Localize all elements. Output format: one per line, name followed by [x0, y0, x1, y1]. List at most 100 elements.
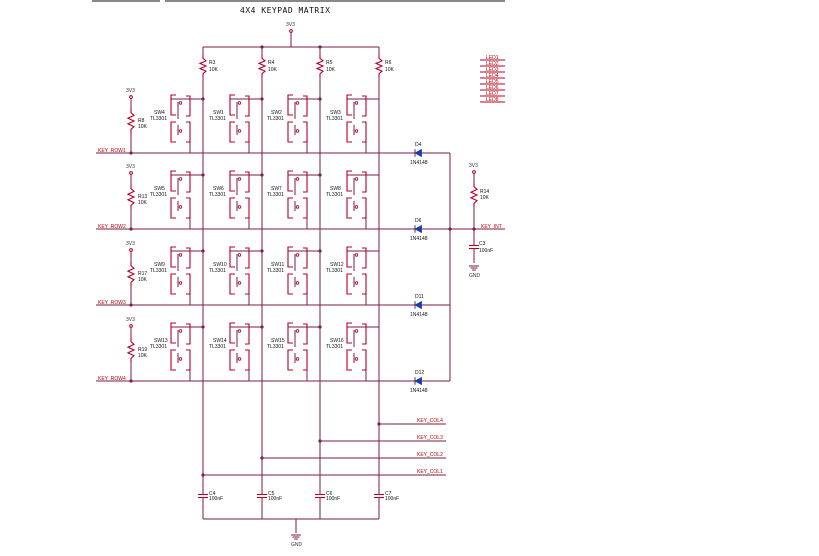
switch-sw12-bracket-top: [346, 246, 352, 268]
diode-d4-triangle: [414, 148, 422, 158]
vcc-int-text: 3V3: [469, 163, 478, 169]
switch-sw11-bracket-top: [287, 246, 293, 268]
switch-sw5-pin2: [178, 205, 183, 209]
switch-sw15-pin2: [295, 357, 300, 361]
diode-d11-triangle: [414, 300, 422, 310]
resistor-value-r6: 10K: [385, 67, 395, 73]
switch-part-sw1: TL3301: [209, 116, 226, 122]
vcc-row-3-text: 3V3: [126, 241, 135, 247]
switch-part-sw15: TL3301: [267, 344, 284, 350]
net-label-row-1: KEY_ROW1: [98, 148, 126, 154]
switch-sw12-rbracket-top: [362, 247, 367, 269]
switch-part-sw7: TL3301: [267, 192, 284, 198]
switch-sw10-bracket-bot: [229, 273, 235, 295]
switch-part-sw2: TL3301: [267, 116, 284, 122]
switch-sw1-rbracket-bot: [245, 121, 250, 143]
switch-sw14-rbracket-top: [245, 323, 250, 345]
switch-ref-sw11: SW11: [271, 262, 284, 268]
resistor-value-r19: 10K: [138, 353, 148, 359]
resistor-r3: [198, 55, 208, 77]
net-label-col-1: KEY_COL4: [417, 418, 443, 424]
legend-item-8: LED8: [486, 97, 499, 103]
switch-part-sw6: TL3301: [209, 192, 226, 198]
net-label-key-int: KEY_INT: [481, 224, 502, 230]
resistor-ref-r8: R8: [138, 118, 145, 124]
resistor-value-r5: 10K: [326, 67, 336, 73]
switch-sw6-pin2: [237, 205, 242, 209]
switch-sw10-rbracket-top: [245, 247, 250, 269]
legend-item-2: LED2: [486, 61, 499, 67]
switch-sw15-bracket-bot: [287, 349, 293, 371]
switch-ref-sw6: SW6: [213, 186, 224, 192]
switch-sw9-bracket-top: [170, 246, 176, 268]
net-label-row-4: KEY_ROW4: [98, 376, 126, 382]
switch-sw14-bracket-bot: [229, 349, 235, 371]
diode-value-d6: 1N4148: [410, 236, 428, 242]
junction-sw-sw9: [201, 249, 205, 253]
switch-sw8-pin1: [354, 177, 359, 181]
labels-layer: 3V3R310KR410KR510KR610K3V3R810KKEY_ROW13…: [98, 22, 502, 548]
switch-sw13-rbracket-bot: [186, 349, 191, 371]
capacitor-value-c3: 100nF: [479, 248, 493, 254]
switch-sw16-rbracket-bot: [362, 349, 367, 371]
switch-sw2-rbracket-bot: [303, 121, 308, 143]
junction-int: [448, 227, 452, 231]
switch-sw13-pin1: [178, 329, 183, 333]
switch-sw2-bracket-bot: [287, 121, 293, 143]
switch-ref-sw12: SW12: [330, 262, 344, 268]
switch-ref-sw10: SW10: [213, 262, 227, 268]
switch-ref-sw8: SW8: [330, 186, 341, 192]
switch-sw13-rbracket-top: [186, 323, 191, 345]
resistor-ref-r4: R4: [268, 60, 275, 66]
resistor-r4: [257, 55, 267, 77]
resistor-r13: [126, 185, 136, 209]
switch-sw5-rbracket-top: [186, 171, 191, 193]
vcc-row-4-text: 3V3: [126, 317, 135, 323]
diode-ref-d6: D6: [415, 218, 422, 224]
switch-sw13-bracket-top: [170, 322, 176, 344]
switch-sw12-rbracket-bot: [362, 273, 367, 295]
resistor-ref-r19: R19: [138, 347, 147, 353]
switch-sw7-pin1: [295, 177, 300, 181]
junction-sw-sw10: [260, 249, 264, 253]
capacitor-ref-c6: C6: [326, 491, 333, 497]
switch-ref-sw16: SW16: [330, 338, 344, 344]
legend-item-6: LED6: [486, 85, 499, 91]
switch-ref-sw2: SW2: [271, 110, 282, 116]
switch-sw3-bracket-bot: [346, 121, 352, 143]
switch-part-sw10: TL3301: [209, 268, 226, 274]
switch-ref-sw7: SW7: [271, 186, 282, 192]
vcc-int: [472, 170, 476, 174]
switch-sw3-pin1: [354, 101, 359, 105]
resistor-r5: [315, 55, 325, 77]
switch-sw3-pin2: [354, 129, 359, 133]
resistor-value-r8: 10K: [138, 124, 148, 130]
switch-sw14-rbracket-bot: [245, 349, 250, 371]
switch-part-sw11: TL3301: [267, 268, 284, 274]
junction-sw-sw2: [318, 97, 322, 101]
switch-sw16-pin1: [354, 329, 359, 333]
diode-value-d12: 1N4148: [410, 388, 428, 394]
junction-col-tap-2: [318, 439, 322, 443]
diode-value-d11: 1N4148: [410, 312, 428, 318]
capacitor-ref-c3: C3: [479, 241, 486, 247]
switch-ref-sw14: SW14: [213, 338, 227, 344]
switch-sw9-bracket-bot: [170, 273, 176, 295]
switch-sw6-bracket-top: [229, 170, 235, 192]
switch-sw2-pin1: [295, 101, 300, 105]
resistor-value-r17: 10K: [138, 277, 148, 283]
net-label-col-4: KEY_COL1: [417, 469, 443, 475]
legend-item-7: LED7: [486, 91, 499, 97]
switch-sw3-rbracket-bot: [362, 121, 367, 143]
capacitor-value-c7: 100nF: [385, 496, 399, 502]
switch-sw5-pin1: [178, 177, 183, 181]
switch-sw4-pin1: [178, 101, 183, 105]
junction-col-tap-4: [201, 473, 205, 477]
vcc-top-symbol-text: 3V3: [286, 22, 295, 28]
junction-sw-sw14: [260, 325, 264, 329]
switch-sw9-rbracket-top: [186, 247, 191, 269]
switch-sw11-bracket-bot: [287, 273, 293, 295]
switch-sw4-rbracket-bot: [186, 121, 191, 143]
switch-sw12-pin2: [354, 281, 359, 285]
switch-sw5-bracket-top: [170, 170, 176, 192]
